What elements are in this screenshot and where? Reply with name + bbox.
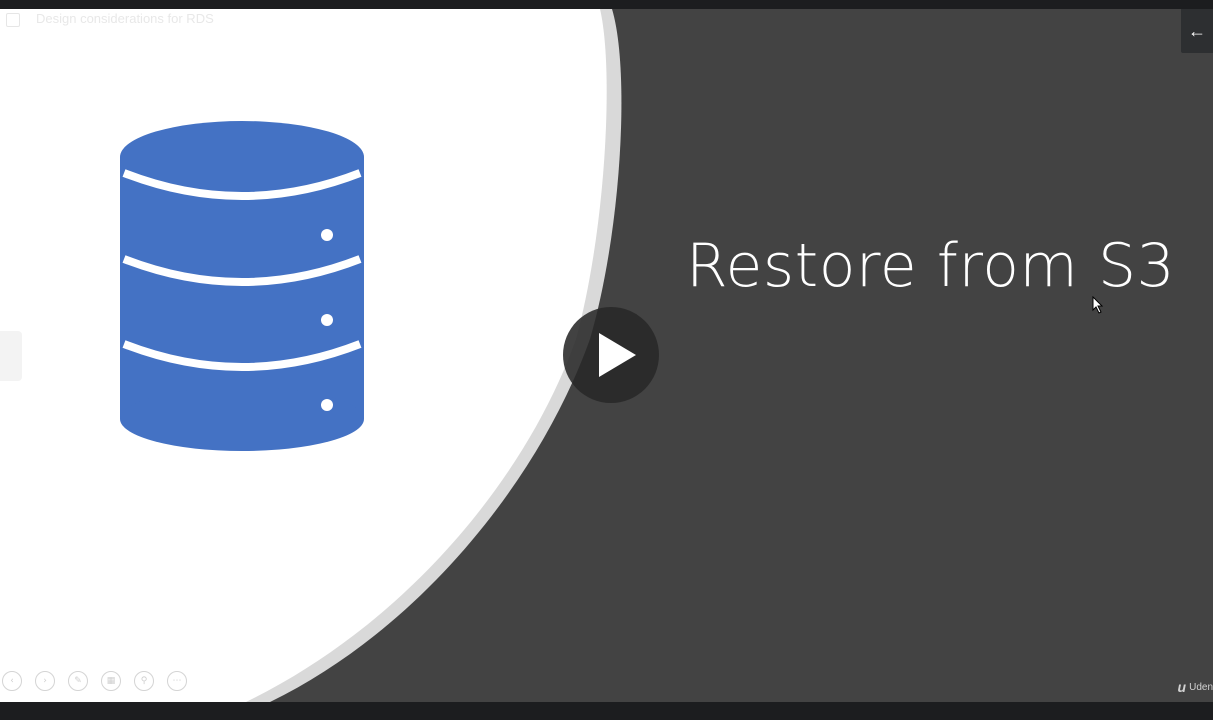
window-icon <box>6 13 20 27</box>
video-stage[interactable]: Design considerations for RDS Restore fr… <box>0 9 1213 702</box>
zoom-button[interactable]: ⚲ <box>134 671 154 691</box>
udemy-logo-icon: u <box>1177 679 1187 695</box>
udemy-watermark: u Uden <box>1178 678 1213 696</box>
database-icon <box>120 121 364 451</box>
slide-title: Restore from S3 <box>686 231 1176 301</box>
more-options-button[interactable]: ⋯ <box>167 671 187 691</box>
magnifier-icon: ⚲ <box>140 676 148 686</box>
side-panel-handle[interactable] <box>0 331 22 381</box>
previous-slide-button[interactable]: ‹ <box>2 671 22 691</box>
mouse-cursor-icon <box>1092 296 1104 314</box>
next-slide-button[interactable]: › <box>35 671 55 691</box>
back-button[interactable]: ← <box>1181 9 1213 53</box>
top-bar <box>0 0 1213 9</box>
ellipsis-icon: ⋯ <box>172 676 182 686</box>
arrow-left-icon: ← <box>1188 20 1206 41</box>
play-icon <box>599 333 636 377</box>
pen-icon: ✎ <box>74 676 82 686</box>
chevron-right-icon: › <box>43 676 47 686</box>
chevron-left-icon: ‹ <box>10 676 14 686</box>
play-button[interactable] <box>563 307 659 403</box>
slide-controls: ‹ › ✎ ▦ ⚲ ⋯ <box>2 671 187 695</box>
slides-grid-button[interactable]: ▦ <box>101 671 121 691</box>
bottom-bar <box>0 702 1213 720</box>
slide-header-faint: Design considerations for RDS <box>36 11 214 26</box>
grid-icon: ▦ <box>106 676 116 686</box>
brand-text: Uden <box>1189 681 1213 693</box>
pen-tool-button[interactable]: ✎ <box>68 671 88 691</box>
